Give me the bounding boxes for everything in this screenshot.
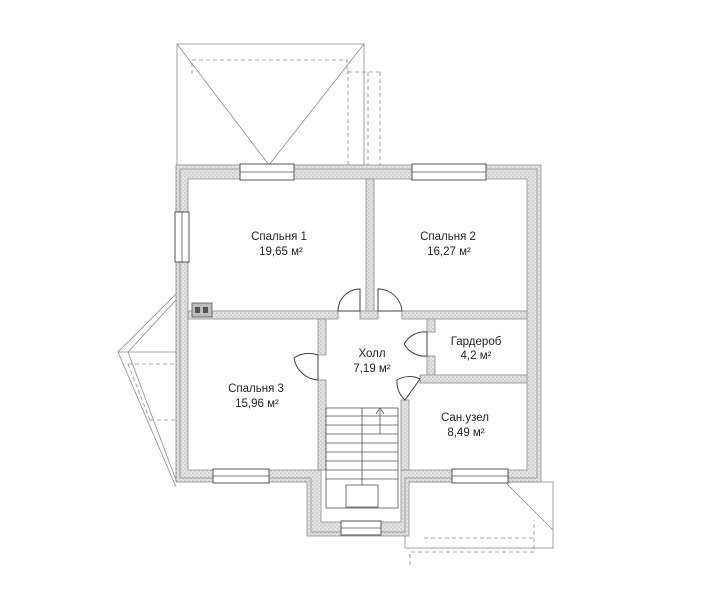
room-name: Гардероб — [451, 336, 502, 348]
room-label-bathroom: Сан.узел 8,49 м² — [441, 412, 489, 439]
door-bathroom — [396, 376, 421, 401]
door-bedroom1 — [337, 288, 361, 312]
room-area: 16,27 м² — [427, 246, 471, 258]
roof-outline-left — [117, 293, 177, 488]
chimney — [191, 302, 213, 318]
room-name: Спальня 2 — [420, 231, 476, 243]
room-area: 15,96 м² — [235, 398, 279, 410]
door-wardrobe — [403, 331, 428, 357]
roof-outline-bottom-right — [404, 481, 554, 565]
staircase — [325, 407, 399, 509]
room-label-wardrobe: Гардероб 4,2 м² — [451, 336, 502, 362]
room-label-bedroom1: Спальня 1 19,65 м² — [251, 231, 307, 258]
door-bedroom2 — [377, 288, 403, 312]
room-label-bedroom3: Спальня 3 15,96 м² — [228, 383, 284, 410]
windows — [174, 163, 509, 536]
room-name: Холл — [358, 348, 385, 360]
room-area: 4,2 м² — [461, 350, 492, 362]
roof-outline-top — [176, 43, 381, 166]
room-area: 19,65 м² — [259, 246, 303, 258]
room-area: 8,49 м² — [447, 427, 484, 439]
door-bedroom3 — [293, 352, 319, 381]
room-area: 7,19 м² — [353, 363, 390, 375]
doors — [293, 288, 428, 401]
room-name: Сан.узел — [441, 412, 489, 424]
room-name: Спальня 1 — [251, 231, 307, 243]
room-name: Спальня 3 — [228, 383, 284, 395]
room-label-hall: Холл 7,19 м² — [353, 348, 390, 375]
room-label-bedroom2: Спальня 2 16,27 м² — [420, 231, 476, 258]
